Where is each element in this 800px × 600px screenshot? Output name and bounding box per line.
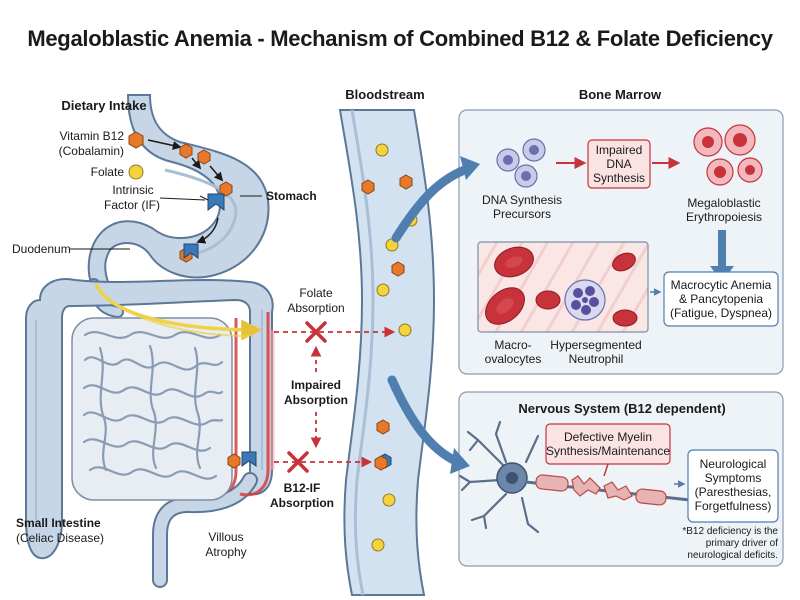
to-bone-marrow-arrow [391, 163, 475, 243]
anemia-label-1: Macrocytic Anemia [670, 278, 772, 292]
neuro-label-2: Symptoms [704, 471, 762, 485]
precursor-cells [496, 138, 546, 188]
megaloblastic-label-2: Erythropoiesis [685, 210, 763, 224]
neurological-symptoms-box [687, 449, 779, 523]
page-title: Megaloblastic Anemia - Mechanism of Comb… [27, 26, 773, 51]
neuro-label-4: Forgetfulness) [694, 499, 772, 513]
neuron [458, 420, 540, 534]
macrocytic-anemia-box [663, 271, 779, 327]
vitamin-b12-label: Vitamin B12 [59, 129, 124, 143]
bloodstream-heading: Bloodstream [345, 87, 425, 102]
small-intestine-coils [82, 331, 224, 480]
to-nervous-arrow [387, 375, 463, 467]
anemia-label-3: (Fatigue, Dyspnea) [669, 306, 773, 320]
impaired-dna-label-2: DNA [606, 157, 632, 171]
villous-label-2: Atrophy [205, 545, 247, 559]
myelin-label-2: Synthesis/Maintenance [546, 444, 671, 458]
neuro-label-3: (Paresthesias, [694, 485, 772, 499]
impaired-absorption-label-1: Impaired [290, 378, 341, 392]
macro-ovalocytes-label-2: ovalocytes [484, 352, 542, 366]
folate-absorption-label-2: Absorption [287, 301, 345, 315]
impaired-dna-box [587, 139, 651, 189]
folate-label: Folate [90, 165, 124, 179]
nervous-system-heading: Nervous System (B12 dependent) [518, 401, 726, 416]
celiac-label: (Celiac Disease) [16, 531, 105, 545]
myelin-label-1: Defective Myelin [563, 430, 653, 444]
bone-marrow-heading: Bone Marrow [578, 87, 662, 102]
precursors-label-1: DNA Synthesis [481, 193, 563, 207]
impaired-dna-label-1: Impaired [595, 143, 643, 157]
folate-legend-icon [128, 164, 144, 180]
b12if-absorption-label-2: Absorption [270, 496, 334, 510]
damaged-myelin [535, 474, 667, 506]
folate-flow-arrow [94, 283, 263, 341]
folate-absorption-label-1: Folate [299, 286, 333, 300]
large-intestine [25, 278, 274, 560]
villous-label-1: Villous [208, 530, 244, 544]
bloodstream-particles [361, 143, 418, 552]
intrinsic-factor-icon [207, 193, 225, 211]
b12-note-line-3: neurological deficits. [687, 550, 778, 561]
bloodstream-vessel [338, 109, 436, 596]
small-intestine-label: Small Intestine [16, 516, 101, 530]
megaloblast-cells [693, 124, 763, 186]
b12if-absorption-label-1: B12-IF [283, 481, 321, 495]
neuro-label-1: Neurological [699, 457, 767, 471]
hypersegmented-label-1: Hypersegmented [550, 338, 642, 352]
folate-block-x [305, 321, 327, 343]
duodenum-label: Duodenum [12, 242, 71, 256]
b12-block-x [287, 451, 309, 473]
impaired-dna-label-3: Synthesis [592, 171, 646, 185]
anemia-label-2: & Pancytopenia [678, 292, 764, 306]
hypersegmented-label-2: Neutrophil [568, 352, 624, 366]
precursors-label-2: Precursors [492, 207, 551, 221]
intrinsic-factor-label-2: Factor (IF) [104, 198, 160, 212]
b12-legend-icon [128, 131, 144, 149]
b12-note-line-1: *B12 deficiency is the [682, 526, 778, 537]
macro-ovalocytes-label-1: Macro- [494, 338, 532, 352]
hypersegmented-neutrophil [564, 279, 606, 321]
intrinsic-factor-label-1: Intrinsic [112, 183, 154, 197]
b12-note-line-2: primary driver of [705, 538, 778, 549]
stomach-label: Stomach [266, 189, 317, 203]
megaloblastic-label-1: Megaloblastic [687, 196, 761, 210]
cobalamin-label: (Cobalamin) [58, 144, 124, 158]
impaired-absorption-label-2: Absorption [284, 393, 348, 407]
dietary-intake-heading: Dietary Intake [61, 98, 147, 113]
